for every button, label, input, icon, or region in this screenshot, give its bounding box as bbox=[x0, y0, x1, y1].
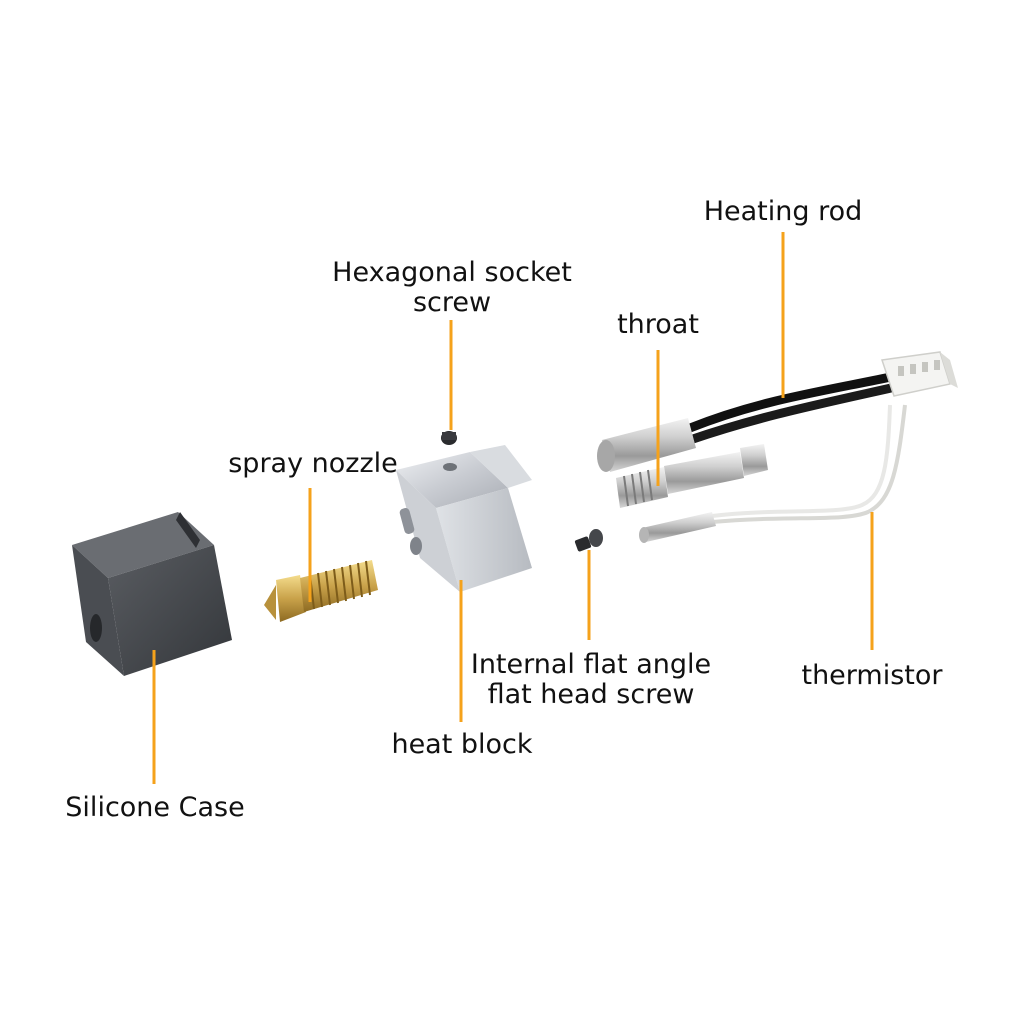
label-hex-socket-screw: Hexagonal socket screw bbox=[332, 257, 572, 318]
thermistor-part bbox=[639, 404, 907, 543]
connector-part bbox=[881, 351, 958, 397]
heat-block-part bbox=[396, 445, 532, 592]
spray-nozzle-part bbox=[264, 560, 378, 622]
label-silicone-case: Silicone Case bbox=[65, 792, 245, 823]
label-heat-block: heat block bbox=[391, 729, 533, 760]
label-thermistor: thermistor bbox=[801, 660, 943, 691]
label-throat: throat bbox=[617, 309, 699, 340]
throat-part bbox=[616, 444, 768, 508]
label-heating-rod: Heating rod bbox=[703, 196, 863, 227]
leader-lines bbox=[152, 232, 874, 784]
silicone-case-part bbox=[72, 512, 232, 676]
heating-rod-part bbox=[597, 370, 901, 472]
flat-head-screw-part bbox=[574, 529, 603, 552]
hex-socket-screw-part bbox=[441, 431, 457, 445]
label-flat-head-screw: Internal flat angle flat head screw bbox=[470, 649, 712, 710]
label-spray-nozzle: spray nozzle bbox=[228, 448, 398, 479]
